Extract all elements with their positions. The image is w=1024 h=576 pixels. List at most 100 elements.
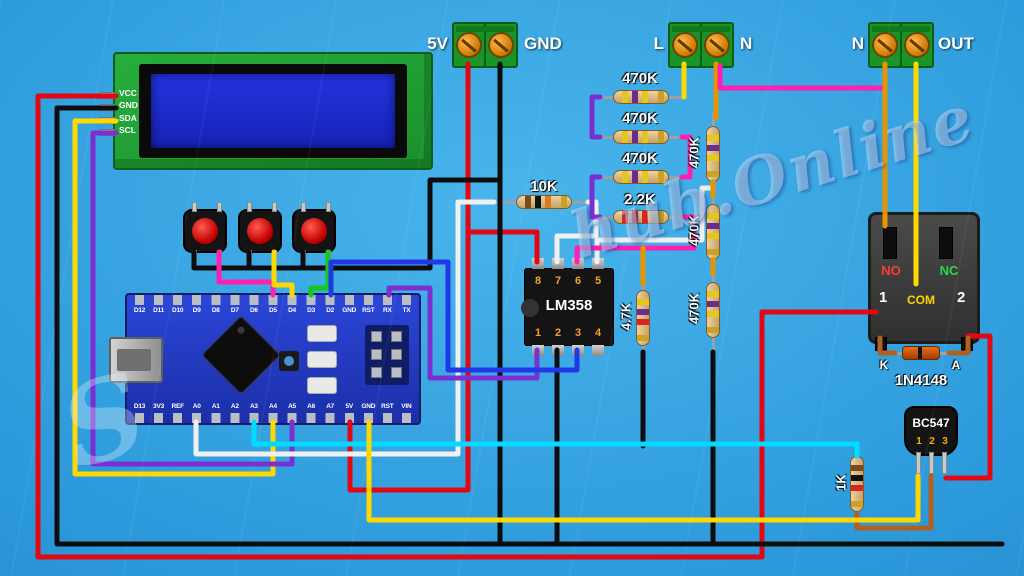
smd-component [307, 325, 337, 342]
power-5v-label: 5V [427, 34, 448, 53]
ic-pin [572, 345, 584, 356]
wire-10k-to-lm358-pin7 [554, 199, 599, 265]
terminal-cell [700, 24, 732, 66]
terminal-cell [454, 24, 484, 66]
smd-component [307, 377, 337, 394]
usb-connector [109, 337, 163, 383]
diode-part-label: 1N4148 [894, 372, 948, 389]
button-leg [301, 202, 306, 212]
relay-coil-pin [875, 337, 887, 351]
nano-pin-label: D6 [249, 307, 258, 314]
resistor-470k-a [596, 90, 686, 104]
transistor-leg [929, 452, 934, 474]
relay-pin1-label: 1 [879, 289, 888, 306]
nano-pin-label: D9 [192, 307, 201, 314]
resistor-label-2k2: 2.2K [624, 191, 656, 208]
resistor-label-470k-v1: 470K [686, 136, 702, 169]
button-cap [192, 218, 218, 244]
band [851, 465, 863, 471]
band [658, 211, 664, 223]
lcd-pin-gnd [99, 104, 115, 111]
arduino-nano: D12 D11 D10 D9 D8 D7 D6 D5 D4 D3 D2 GND … [109, 293, 421, 425]
nano-pin-label: D2 [326, 307, 335, 314]
nano-pin-label: D13 [133, 403, 146, 410]
ic-pin-number: 4 [594, 327, 602, 339]
band [658, 91, 664, 103]
screw-terminal [872, 32, 898, 58]
band [632, 131, 638, 143]
nano-bottom-pin-strip [130, 413, 416, 423]
band [545, 196, 551, 208]
button-cap [247, 218, 273, 244]
band [851, 485, 863, 491]
band [851, 475, 863, 481]
band [622, 171, 628, 183]
button-leg [326, 202, 331, 212]
band [707, 301, 719, 307]
lm358-ic: 8 7 6 5 LM358 1 2 3 4 [521, 258, 614, 356]
nano-pin-label: D12 [133, 307, 146, 314]
icsp-pad [371, 331, 382, 342]
screw-terminal [672, 32, 698, 58]
nano-pin-label: A2 [230, 403, 239, 410]
body [613, 130, 669, 144]
button-leg [326, 250, 331, 260]
body [706, 282, 720, 338]
resistor-label-470k-v3: 470K [686, 292, 702, 325]
nano-pin-label: VIN [401, 403, 412, 410]
nano-pin-label: RX [383, 307, 392, 314]
body [850, 456, 864, 512]
transistor-pin-number: 2 [929, 436, 935, 447]
band [642, 131, 648, 143]
body [613, 170, 669, 184]
band [707, 213, 719, 219]
ic-pin [552, 258, 564, 269]
resistor-2k2 [596, 210, 686, 224]
push-button-2 [238, 202, 282, 260]
resistor-4k7 [636, 282, 650, 354]
terminal-block-out [868, 22, 934, 68]
resistor-label-470k-c: 470K [622, 150, 658, 167]
smd-component [307, 351, 337, 368]
band [525, 196, 531, 208]
band [637, 335, 649, 341]
icsp-pad [391, 367, 402, 378]
band [642, 91, 648, 103]
ic-pin [592, 345, 604, 356]
power-gnd-label: GND [524, 34, 562, 53]
nano-pin-label: A7 [326, 403, 335, 410]
reset-button [279, 351, 299, 371]
resistor-470k-c [596, 170, 686, 184]
mains-l-label: L [653, 34, 664, 53]
body [613, 90, 669, 104]
resistor-label-470k-v2: 470K [686, 214, 702, 247]
ic-pin [552, 345, 564, 356]
transistor-pin-number: 3 [942, 436, 948, 447]
band [637, 299, 649, 305]
relay-nc-contact [939, 227, 953, 259]
band [707, 223, 719, 229]
band [707, 233, 719, 239]
resistor-label-4k7: 4.7K [618, 302, 634, 331]
band [658, 171, 664, 183]
nano-pin-label: D7 [230, 307, 239, 314]
mains-n-label: N [740, 34, 753, 53]
screw-terminal [488, 32, 514, 58]
band [561, 196, 567, 208]
cathode-band [918, 347, 922, 359]
relay-com-label: COM [907, 293, 935, 307]
out-out-label: OUT [938, 34, 974, 53]
icsp-header [365, 325, 409, 385]
screw-terminal [904, 32, 930, 58]
lcd-pin-label-sda: SDA [119, 113, 137, 123]
resistor-label-1k: 1K [833, 474, 849, 491]
lcd-pin-label-gnd: GND [119, 100, 138, 110]
resistor-1k [850, 450, 864, 518]
nano-pin-label: D4 [288, 307, 296, 314]
nano-pin-label: D8 [211, 307, 220, 314]
band [622, 211, 628, 223]
nano-pin-label: REF [171, 403, 184, 410]
diode-1n4148 [890, 346, 952, 360]
button-leg [192, 250, 197, 260]
transistor-pin-number: 1 [916, 436, 922, 447]
